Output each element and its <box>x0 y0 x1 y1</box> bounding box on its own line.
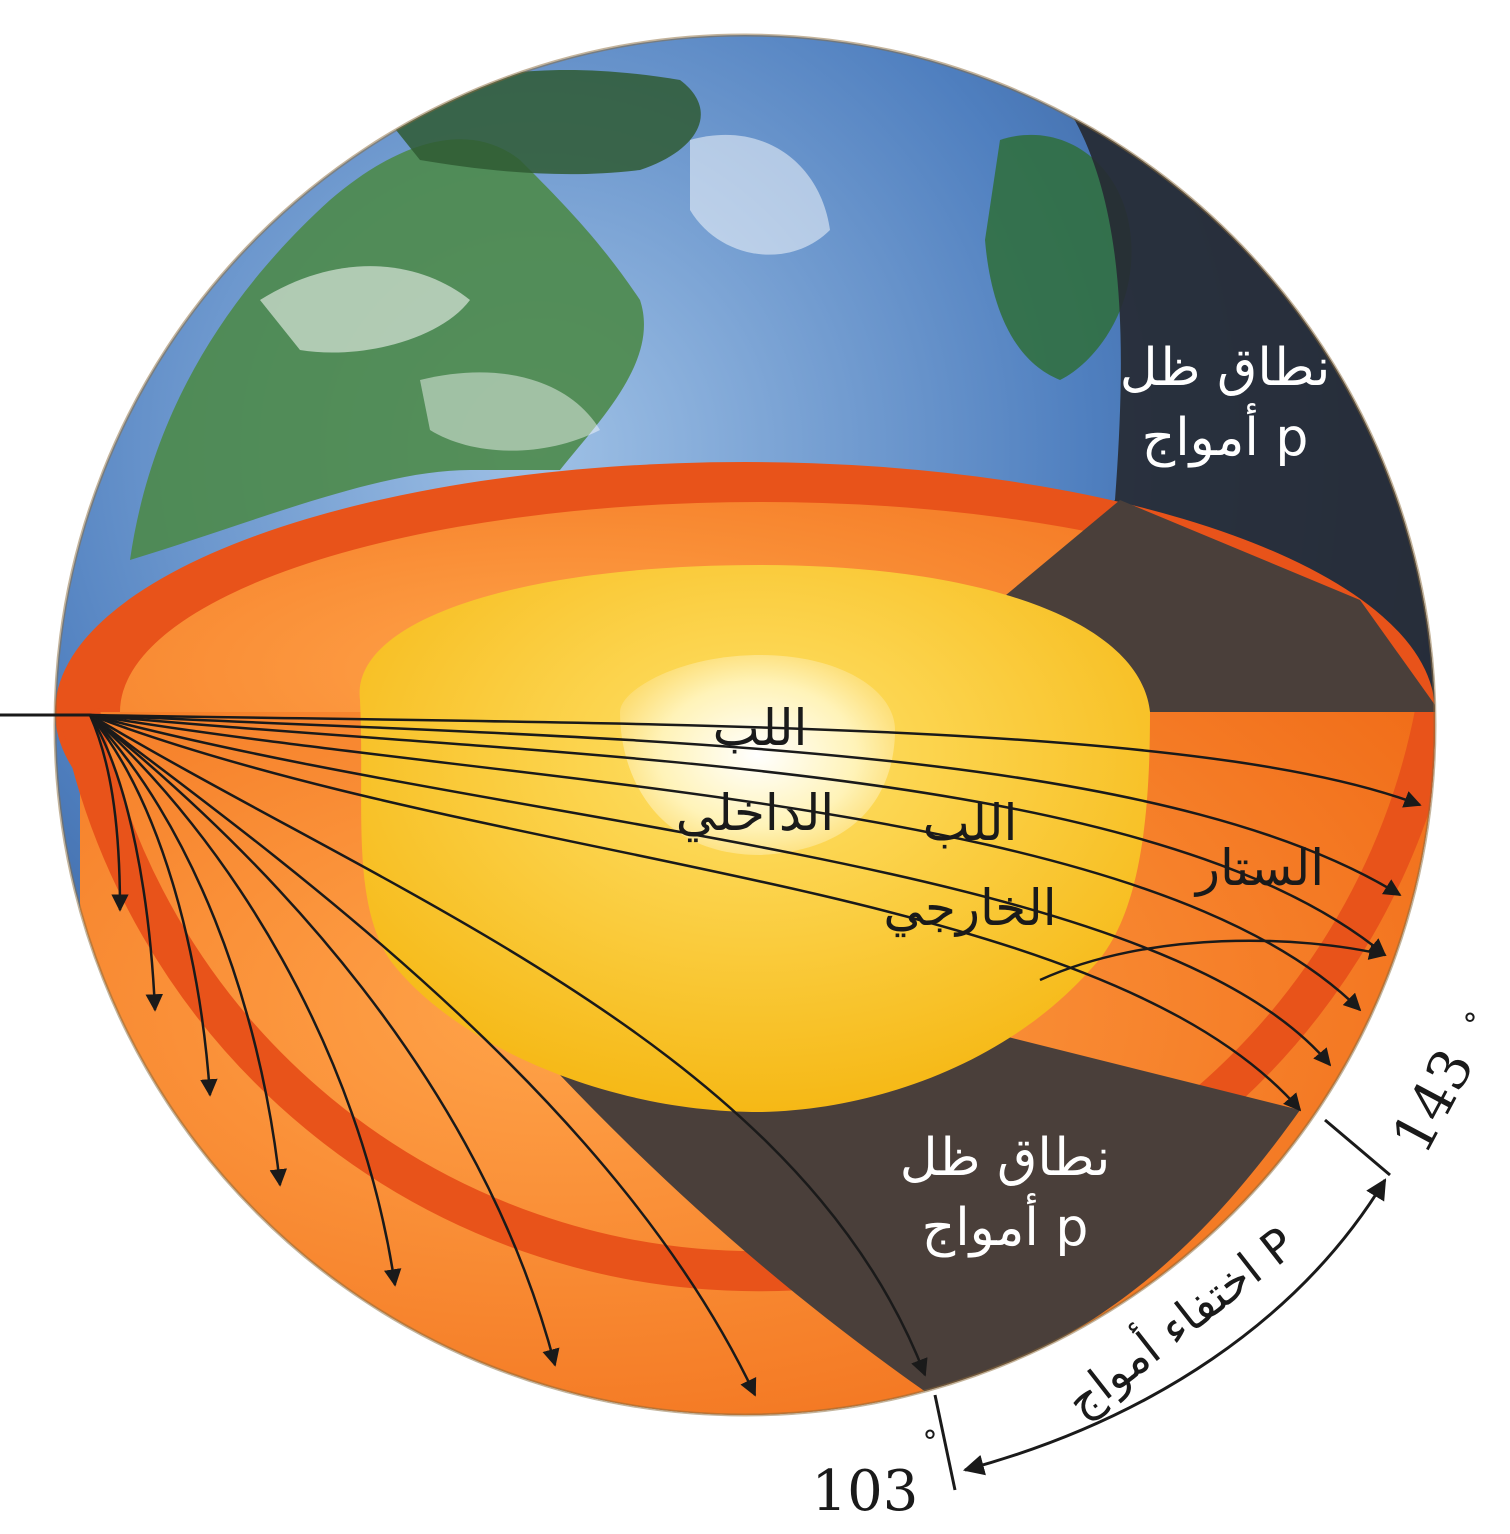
ray-14 <box>89 713 1422 808</box>
ray-2 <box>88 714 164 1012</box>
tick-143 <box>1324 1118 1391 1177</box>
shadow-zone-face-lower <box>560 1035 1300 1395</box>
ray-4 <box>89 714 288 1187</box>
land-mass-east <box>985 134 1132 380</box>
outer-core-label-1: اللب <box>923 794 1018 852</box>
inner-core-label-1: اللب <box>713 699 808 757</box>
ray-1 <box>88 714 129 912</box>
shadow-upper-label-1: نطاق ظل <box>1120 338 1331 398</box>
tick-103 <box>933 1394 957 1491</box>
angle-start-degree: ° <box>923 1425 938 1460</box>
ray-6 <box>89 714 560 1367</box>
mantle-label: الستار <box>1193 839 1324 897</box>
disappearance-arc <box>962 1178 1387 1476</box>
ray-10 <box>89 713 1332 1067</box>
angle-markers <box>933 1118 1391 1491</box>
crust-rim <box>60 708 1435 1292</box>
land-masses <box>130 70 1132 560</box>
shadow-lower-label-1: نطاق ظل <box>900 1128 1111 1188</box>
ray-11 <box>89 713 1362 1012</box>
land-mass-north <box>380 70 701 175</box>
ray-9 <box>89 713 1302 1112</box>
cloud-swirl-3 <box>420 372 600 451</box>
cloud-swirl-2 <box>690 134 830 255</box>
inner-core-label-2: الداخلي <box>676 784 834 842</box>
land-mass-west <box>130 139 644 560</box>
inner-core <box>620 655 895 855</box>
angle-end-value: 143 <box>1380 1039 1488 1164</box>
shadow-upper-label-2: أمواج p <box>1142 403 1309 468</box>
ray-15 <box>1039 939 1387 982</box>
ray-13 <box>89 713 1402 897</box>
ray-7 <box>89 713 757 1397</box>
outer-core-label-2: الخارجي <box>883 879 1056 937</box>
ray-12 <box>89 713 1387 957</box>
shadow-lower-label-2: أمواج p <box>922 1193 1089 1258</box>
cloud-swirl-1 <box>260 266 470 353</box>
ray-8 <box>89 713 928 1377</box>
ray-5 <box>89 714 402 1287</box>
ray-3 <box>89 714 218 1097</box>
seismic-rays <box>88 713 1422 1397</box>
angle-start-value: 103 <box>812 1459 919 1524</box>
globe-outline <box>53 33 1437 1417</box>
angle-end-degree: ° <box>1463 1008 1478 1043</box>
